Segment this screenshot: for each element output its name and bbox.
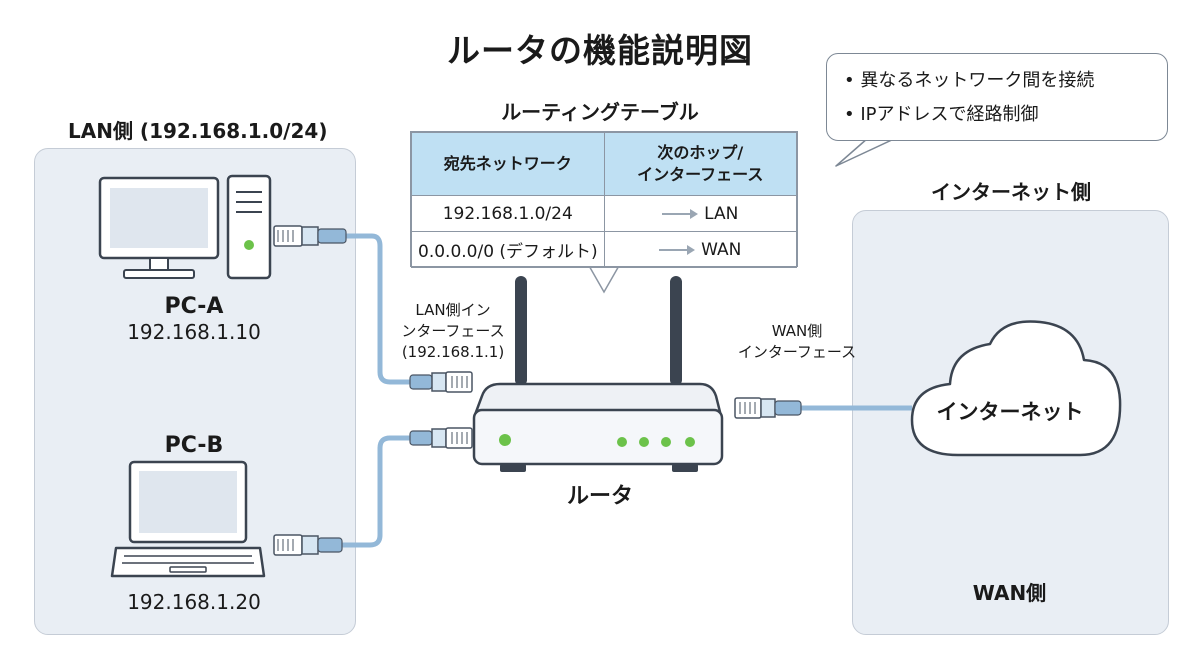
internet-side-label: インターネット側 (931, 180, 1091, 204)
laptop-icon (110, 460, 266, 578)
connector-pc-a (273, 225, 347, 247)
routing-table: 宛先ネットワーク 次のホップ/インターフェース 192.168.1.0/24 L… (410, 131, 798, 268)
table-pointer (587, 263, 621, 294)
arrow-right-icon (659, 244, 696, 255)
arrow-right-icon (662, 208, 699, 219)
feature-bullet-2: • IPアドレスで経路制御 (844, 104, 1039, 125)
table-row: 0.0.0.0/0 (デフォルト) WAN (411, 231, 797, 268)
pc-a-ip: 192.168.1.10 (127, 320, 261, 344)
connector-pc-b (273, 534, 343, 556)
routing-table-header-destination: 宛先ネットワーク (411, 132, 605, 196)
router-icon (472, 276, 724, 472)
wan-region-label: WAN側 (972, 581, 1047, 605)
pc-b-name: PC-B (164, 433, 224, 458)
connector-router-wan (734, 397, 802, 419)
feature-bubble (826, 53, 1168, 141)
diagram-title: ルータの機能説明図 (447, 31, 753, 70)
cable-pc-a (342, 233, 415, 385)
cloud-label: インターネット (936, 400, 1084, 424)
desktop-computer-icon (98, 174, 272, 280)
connector-router-lan-2 (409, 427, 473, 449)
route-next-hop: WAN (603, 231, 797, 268)
pc-b-ip: 192.168.1.20 (127, 590, 261, 614)
bubble-tail (835, 137, 897, 167)
lan-region-label: LAN側 (192.168.1.0/24) (68, 119, 328, 143)
routing-table-header-next-hop: 次のホップ/インターフェース (603, 132, 797, 196)
route-destination: 192.168.1.0/24 (411, 195, 605, 232)
lan-interface-label: LAN側イン ンターフェース (192.168.1.1) (401, 301, 505, 361)
wan-interface-label: WAN側 インターフェース (737, 322, 857, 361)
pc-a-name: PC-A (164, 294, 224, 319)
internet-cloud-icon (910, 320, 1122, 457)
routing-table-title: ルーティングテーブル (501, 100, 699, 124)
router-power-led (499, 434, 511, 446)
router-label: ルータ (566, 484, 633, 509)
cable-pc-b (337, 435, 415, 548)
connector-router-lan-1 (409, 371, 473, 393)
route-destination: 0.0.0.0/0 (デフォルト) (411, 231, 605, 268)
feature-bullet-1: • 異なるネットワーク間を接続 (844, 70, 1095, 91)
table-row: 192.168.1.0/24 LAN (411, 195, 797, 232)
route-next-hop: LAN (603, 195, 797, 232)
